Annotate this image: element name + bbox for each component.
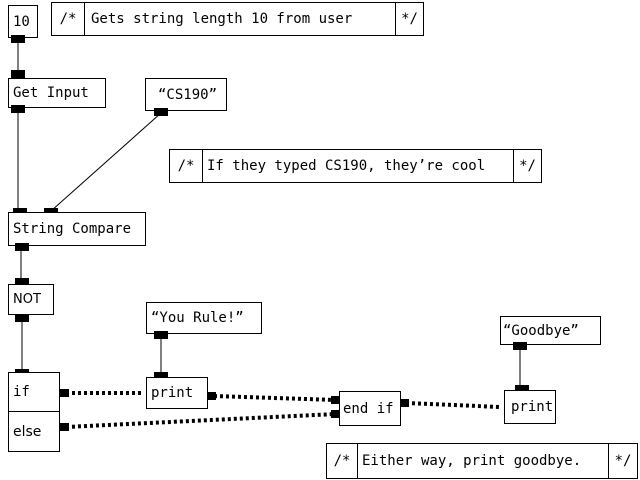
constant-10-output-port[interactable] <box>11 35 25 43</box>
wire-cs190-to-compare <box>50 112 162 212</box>
else-output-port[interactable] <box>60 423 69 431</box>
constant-cs190-node[interactable]: “CS190” <box>145 78 227 111</box>
get-input-label: Get Input <box>13 85 89 101</box>
flow-print-to-end-if <box>213 394 337 402</box>
print-2-label: print <box>511 399 554 415</box>
if-branch[interactable]: if <box>9 373 59 412</box>
constant-goodbye-output-port[interactable] <box>513 342 527 350</box>
if-output-port[interactable] <box>60 389 69 397</box>
constant-goodbye-label: “Goodbye” <box>503 322 579 339</box>
string-compare-output-port[interactable] <box>15 243 29 251</box>
constant-you-rule-label: “You Rule!” <box>151 310 244 326</box>
end-if-output-port[interactable] <box>400 399 409 407</box>
comment-close-marker: */ <box>608 444 637 478</box>
constant-you-rule-output-port[interactable] <box>154 331 168 339</box>
else-branch[interactable]: else <box>9 412 59 451</box>
if-label: if <box>13 384 30 400</box>
comment-text: Either way, print goodbye. <box>362 453 582 469</box>
comment-open-marker: /* <box>52 3 85 35</box>
get-input-node[interactable]: Get Input <box>8 78 106 108</box>
end-if-label: end if <box>343 400 394 417</box>
comment-get-string-length: /* Gets string length 10 from user */ <box>51 2 424 36</box>
print-1-output-port[interactable] <box>207 392 216 400</box>
print-1-node[interactable]: print <box>146 377 208 409</box>
comment-close-marker: */ <box>513 150 541 182</box>
print-1-label: print <box>151 385 194 401</box>
string-compare-label: String Compare <box>13 221 132 237</box>
flow-else-to-end-if <box>65 412 337 429</box>
comment-text: Gets string length 10 from user <box>91 11 353 27</box>
end-if-node[interactable]: end if <box>339 391 401 426</box>
comment-if-cs190: /* If they typed CS190, they’re cool */ <box>169 149 542 183</box>
not-node[interactable]: NOT <box>8 284 54 315</box>
print-1-input-port[interactable] <box>154 372 168 380</box>
constant-cs190-output-port[interactable] <box>154 108 168 116</box>
comment-text: If they typed CS190, they’re cool <box>207 158 486 174</box>
constant-you-rule-node[interactable]: “You Rule!” <box>146 302 262 334</box>
not-output-port[interactable] <box>15 314 29 322</box>
print-2-node[interactable]: print <box>504 390 556 424</box>
end-if-input-port-2[interactable] <box>331 410 340 418</box>
constant-goodbye-node[interactable]: “Goodbye” <box>500 316 601 345</box>
comment-open-marker: /* <box>170 150 203 182</box>
if-else-node[interactable]: if else <box>8 372 60 452</box>
end-if-input-port-1[interactable] <box>331 396 340 404</box>
comment-close-marker: */ <box>395 3 423 35</box>
get-input-input-port[interactable] <box>11 70 25 78</box>
constant-10-node[interactable]: 10 <box>8 5 38 38</box>
comment-print-goodbye: /* Either way, print goodbye. */ <box>326 443 638 479</box>
not-label: NOT <box>13 292 41 307</box>
comment-open-marker: /* <box>327 444 358 478</box>
flow-end-if-to-print <box>405 401 501 409</box>
print-2-input-port[interactable] <box>515 385 529 393</box>
not-input-port[interactable] <box>15 278 29 286</box>
get-input-output-port[interactable] <box>11 105 25 113</box>
string-compare-node[interactable]: String Compare <box>8 212 146 246</box>
constant-cs190-label: “CS190” <box>158 86 218 103</box>
else-label: else <box>13 423 42 440</box>
constant-10-label: 10 <box>13 13 30 30</box>
